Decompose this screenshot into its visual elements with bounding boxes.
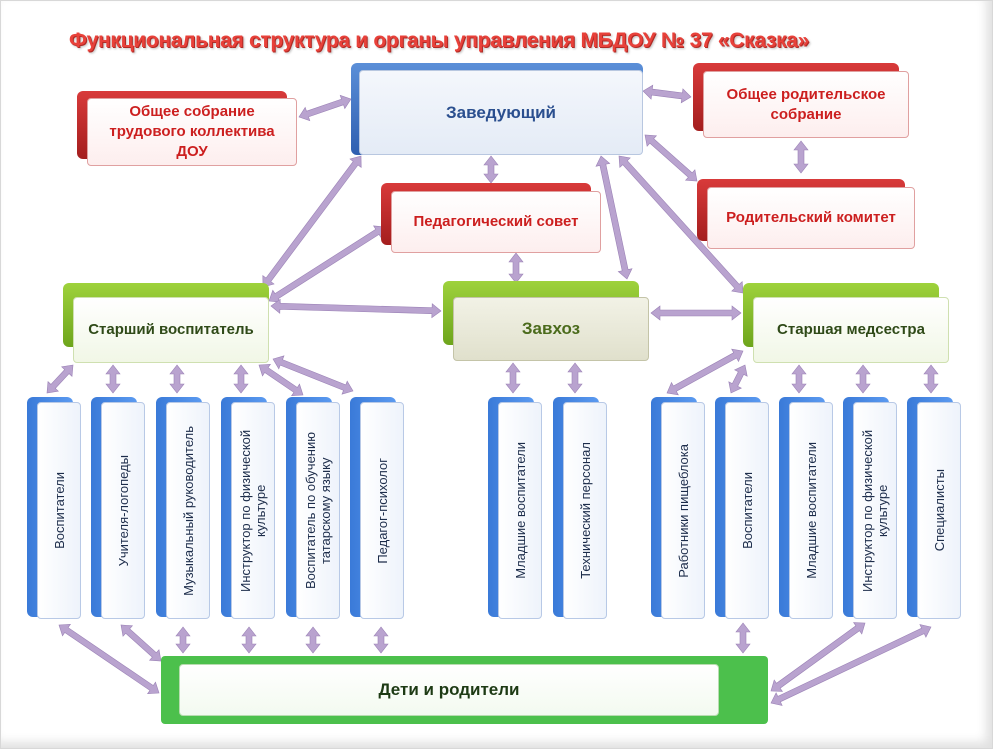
column-label: Воспитатели (51, 472, 67, 549)
head-label: Заведующий (445, 102, 556, 122)
column-label: Инструктор по физической культуре (238, 429, 268, 592)
senior-teacher-label: Старший воспитатель (88, 321, 254, 338)
connector-arrow (298, 94, 352, 122)
column-teachers-2: Воспитатели (715, 397, 769, 619)
connector-arrow (272, 355, 354, 395)
general-meeting-box: Общее собрание трудового коллектива ДОУ (77, 91, 297, 166)
column-teachers-1: Воспитатели (27, 397, 81, 619)
connector-arrow (505, 362, 521, 394)
column-label: Инструктор по физической культуре (860, 429, 890, 592)
connector-arrow (233, 364, 249, 394)
column-kitchen-staff: Работники пищеблока (651, 397, 705, 619)
connector-arrow (483, 155, 499, 184)
connector-arrow (770, 622, 866, 692)
connector-arrow (270, 298, 442, 319)
column-pe-instructor-2: Инструктор по физической культуре (843, 397, 897, 619)
column-junior-teachers-1: Младшие воспитатели (488, 397, 542, 619)
column-label: Младшие воспитатели (803, 442, 819, 579)
column-label: Музыкальный руководитель (180, 425, 196, 596)
column-label: Технический персонал (577, 442, 593, 579)
column-psychologist: Педагог-психолог (350, 397, 404, 619)
connector-arrow (791, 364, 807, 394)
connector-arrow (120, 624, 162, 662)
connector-arrow (770, 624, 932, 706)
connector-arrow (728, 364, 748, 394)
connector-arrow (58, 623, 160, 695)
column-label: Педагог-психолог (374, 457, 390, 564)
column-tatar-teacher: Воспитатель по обучению татарскому языку (286, 397, 340, 619)
connector-arrow (650, 305, 742, 321)
connector-arrow (241, 626, 257, 654)
connector-arrow (105, 364, 121, 394)
supply-manager-box: Завхоз (443, 281, 649, 361)
general-meeting-label: Общее собрание трудового коллектива ДОУ (109, 103, 275, 160)
column-label: Воспитатели (739, 472, 755, 549)
ped-council-label: Педагогический совет (413, 213, 579, 230)
head-nurse-label: Старшая медсестра (777, 321, 925, 338)
column-speech-therapists: Учителя-логопеды (91, 397, 145, 619)
connector-arrow (258, 363, 304, 397)
connector-arrow (268, 225, 386, 303)
connector-arrow (855, 364, 871, 394)
column-label: Специалисты (931, 469, 947, 552)
connector-arrow (175, 626, 191, 654)
column-label: Учителя-логопеды (115, 454, 131, 567)
children-parents-label: Дети и родители (378, 680, 520, 699)
children-parents-box: Дети и родители (161, 656, 768, 724)
supply-manager-label: Завхоз (521, 319, 581, 338)
parent-meeting-label: Общее родительское собрание (726, 85, 886, 123)
ped-council-box: Педагогический совет (381, 183, 601, 253)
head-nurse-box: Старшая медсестра (743, 283, 949, 363)
connector-arrow (305, 626, 321, 654)
connector-arrow (595, 155, 633, 280)
connector-arrow (169, 364, 185, 394)
column-technical-staff: Технический персонал (553, 397, 607, 619)
connector-arrow (508, 252, 524, 284)
column-junior-teachers-2: Младшие воспитатели (779, 397, 833, 619)
senior-teacher-box: Старший воспитатель (63, 283, 269, 363)
page-title: Функциональная структура и органы управл… (69, 29, 810, 52)
column-music-director: Музыкальный руководитель (156, 397, 210, 619)
connector-arrow (642, 84, 692, 104)
connector-arrow (46, 364, 74, 394)
parent-committee-label: Родительский комитет (726, 209, 896, 226)
column-label: Воспитатель по обучению татарскому языку (303, 432, 333, 589)
parent-meeting-box: Общее родительское собрание (693, 63, 909, 138)
connector-arrow (644, 134, 698, 182)
column-specialists: Специалисты (907, 397, 961, 619)
connector-arrow (567, 362, 583, 394)
column-label: Работники пищеблока (675, 443, 691, 578)
connector-arrow (923, 364, 939, 394)
connector-arrow (666, 348, 744, 396)
connector-arrow (793, 140, 809, 174)
connector-arrow (262, 155, 362, 288)
connector-arrow (373, 626, 389, 654)
parent-committee-box: Родительский комитет (697, 179, 915, 249)
column-pe-instructor-1: Инструктор по физической культуре (221, 397, 275, 619)
connector-arrow (735, 622, 751, 654)
column-label: Младшие воспитатели (512, 442, 528, 579)
head-box: Заведующий (351, 63, 643, 155)
